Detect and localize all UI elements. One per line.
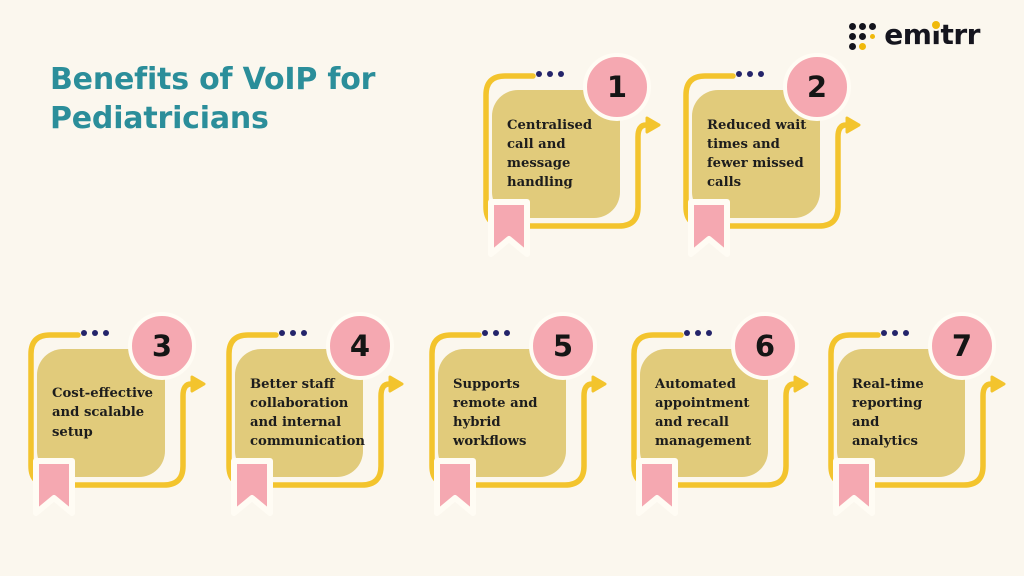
benefit-card: Better staff collaboration and internal …	[219, 311, 409, 526]
logo-dot	[869, 22, 877, 30]
benefit-card: Cost-effective and scalable setup 3	[21, 311, 211, 526]
logo-dot	[870, 33, 876, 39]
brand-name-i: i	[931, 18, 941, 51]
ellipsis-dots-icon	[536, 71, 564, 77]
brand-name-post: trr	[940, 18, 980, 51]
bookmark-ribbon-icon	[231, 458, 273, 516]
benefit-text: Better staff collaboration and internal …	[250, 376, 365, 450]
step-number-badge: 2	[783, 53, 851, 121]
bookmark-ribbon-icon	[434, 458, 476, 516]
benefit-card: Real-time reporting and analytics 7	[821, 311, 1011, 526]
ellipsis-dots-icon	[881, 330, 909, 336]
benefit-text: Supports remote and hybrid workflows	[453, 376, 538, 450]
benefit-text: Cost-effective and scalable setup	[52, 386, 154, 440]
emitrr-dot-grid-icon	[849, 22, 877, 50]
benefit-text: Reduced wait times and fewer missed call…	[707, 117, 807, 191]
logo-dot	[859, 22, 867, 30]
benefit-card: Automated appointment and recall managem…	[624, 311, 814, 526]
bookmark-ribbon-icon	[488, 199, 530, 257]
brand-name-pre: em	[884, 18, 932, 51]
ellipsis-dots-icon	[736, 71, 764, 77]
step-number-badge: 6	[731, 312, 799, 380]
benefit-note: Supports remote and hybrid workflows	[438, 349, 566, 477]
logo-dot	[849, 42, 857, 50]
benefit-card: Reduced wait times and fewer missed call…	[676, 52, 866, 267]
ellipsis-dots-icon	[279, 330, 307, 336]
benefit-text: Automated appointment and recall managem…	[655, 376, 752, 450]
ellipsis-dots-icon	[482, 330, 510, 336]
step-number-badge: 5	[529, 312, 597, 380]
ellipsis-dots-icon	[684, 330, 712, 336]
step-number-badge: 4	[326, 312, 394, 380]
bookmark-ribbon-icon	[636, 458, 678, 516]
benefit-card: Centralised call and message handling 1	[476, 52, 666, 267]
logo-dot	[849, 32, 857, 40]
bookmark-ribbon-icon	[688, 199, 730, 257]
benefit-card: Supports remote and hybrid workflows 5	[422, 311, 612, 526]
step-number-badge: 1	[583, 53, 651, 121]
step-number-badge: 7	[928, 312, 996, 380]
logo-dot	[869, 43, 876, 50]
logo-dot	[849, 22, 857, 30]
page-title: Benefits of VoIP for Pediatricians	[50, 62, 376, 136]
benefit-text: Real-time reporting and analytics	[852, 376, 924, 450]
benefit-text: Centralised call and message handling	[507, 117, 593, 191]
ellipsis-dots-icon	[81, 330, 109, 336]
logo-dot	[859, 32, 867, 40]
bookmark-ribbon-icon	[33, 458, 75, 516]
logo-dot	[859, 42, 867, 50]
step-number-badge: 3	[128, 312, 196, 380]
bookmark-ribbon-icon	[833, 458, 875, 516]
